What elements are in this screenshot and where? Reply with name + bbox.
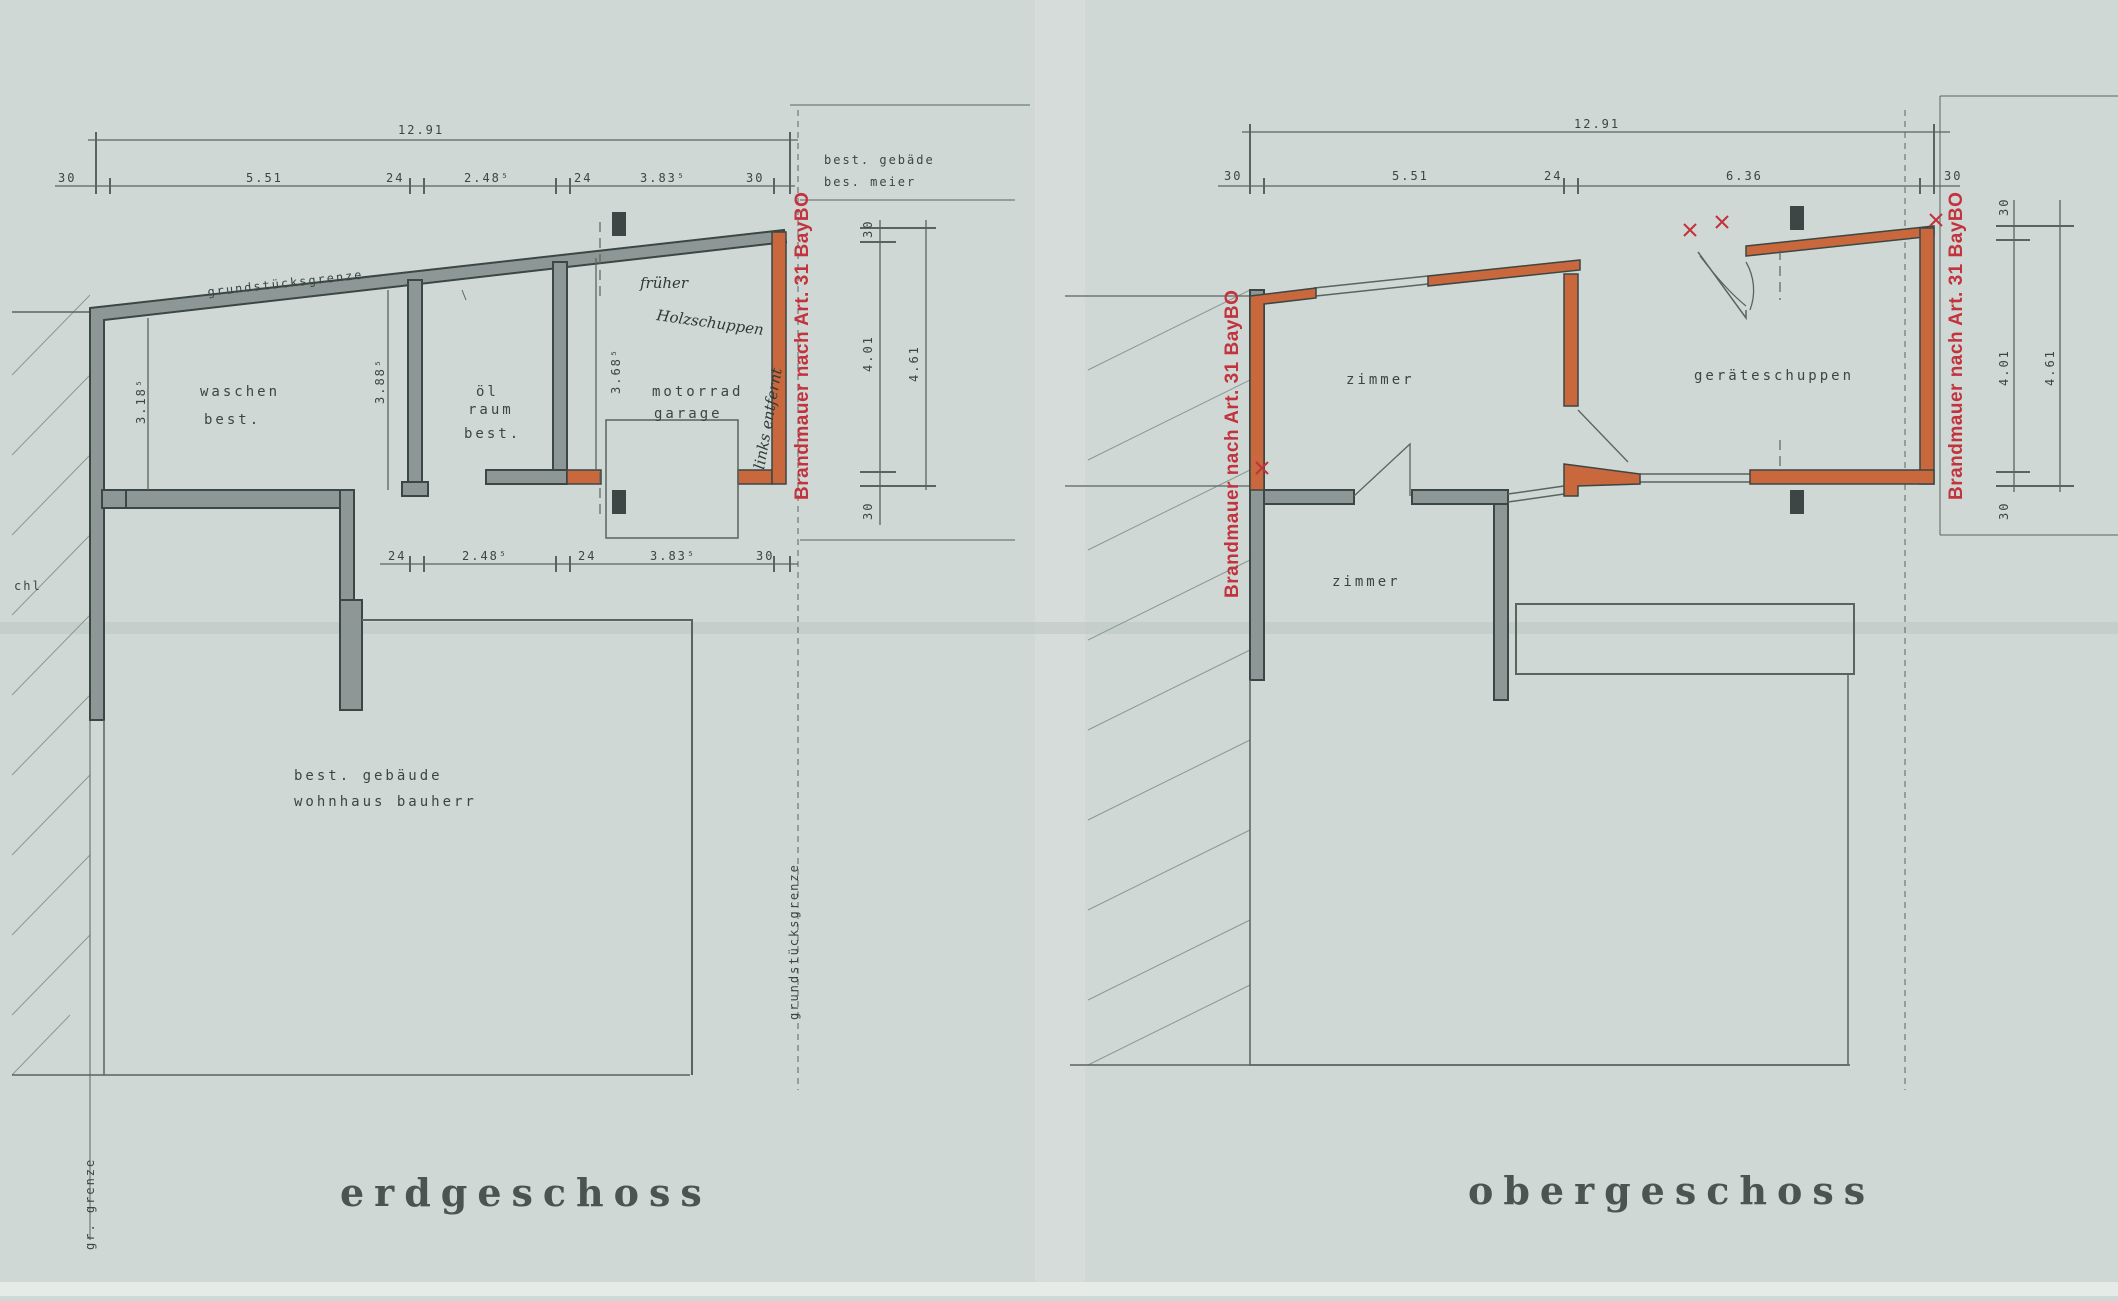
hatch-left: [11, 294, 91, 1076]
dim-top-3: 24: [386, 171, 404, 185]
upper-dim-top-2: 5.51: [1392, 169, 1429, 183]
upper-room-2: zimmer: [1332, 574, 1401, 590]
dim-bottom-1: 24: [388, 549, 406, 563]
upper-dim-right-3: 4.61: [2043, 349, 2057, 386]
dim-right-1: 30: [861, 220, 875, 238]
dim-right-3: 4.61: [907, 345, 921, 382]
upper-dim-right-1: 30: [1997, 198, 2011, 216]
new-walls: [566, 231, 787, 485]
dim-top-1: 30: [58, 171, 76, 185]
dim-bottom-3: 24: [578, 549, 596, 563]
firewall-label-ground: Brandmauer nach Art. 31 BayBO: [792, 192, 813, 500]
room-oil-2: raum: [468, 402, 514, 418]
room-oil-1: öl: [476, 384, 499, 400]
section-marker-top: [612, 212, 626, 514]
dim-bottom-5: 30: [756, 549, 774, 563]
dim-inner-2: 3.88⁵: [373, 358, 387, 404]
dim-right-2: 4.01: [861, 335, 875, 372]
center-fold: [1035, 0, 1085, 1296]
note-line-1: früher: [639, 274, 689, 292]
left-edge-text: chl: [14, 579, 42, 593]
upper-floor-labels: 12.91 30 5.51 24 6.36 30 30 4.01 4.61 30…: [1222, 117, 2057, 1213]
existing-walls: [89, 228, 788, 721]
room-oil-3: best.: [464, 426, 521, 442]
border-label: gr. grenze: [83, 1158, 97, 1250]
ground-floor-plan: [11, 104, 1030, 1240]
upper-room-shed: geräteschuppen: [1694, 368, 1854, 384]
paper-edge: [0, 1282, 2118, 1296]
existing-building-2: wohnhaus bauherr: [294, 794, 477, 810]
hatch-right: [1087, 289, 1251, 1066]
dim-top-4: 2.48⁵: [464, 171, 510, 185]
room-laundry-1: waschen: [200, 384, 280, 400]
existing-building-1: best. gebäude: [294, 768, 443, 784]
upper-new-walls: [1249, 225, 1935, 497]
dim-top-total: 12.91: [398, 123, 444, 137]
dim-top-5: 24: [574, 171, 592, 185]
upper-dim-top-5: 30: [1944, 169, 1962, 183]
upper-floor-plan: [1065, 95, 2118, 1090]
neighbor-building-2: bes. meier: [824, 175, 916, 189]
dim-right-4: 30: [861, 502, 875, 520]
room-laundry-2: best.: [204, 412, 261, 428]
upper-dim-top-3: 24: [1544, 169, 1562, 183]
upper-dim-right-4: 30: [1997, 502, 2011, 520]
dim-top-6: 3.83⁵: [640, 171, 686, 185]
ground-floor-labels: 12.91 30 5.51 24 2.48⁵ 24 3.83⁵ 30 24 2.…: [14, 123, 935, 1250]
dim-top-7: 30: [746, 171, 764, 185]
firewall-label-left: Brandmauer nach Art. 31 BayBO: [1222, 290, 1243, 598]
room-garage-1: motorrad: [652, 384, 743, 400]
ground-floor-title: erdgeschoss: [340, 1170, 712, 1215]
dim-bottom-4: 3.83⁵: [650, 549, 696, 563]
upper-floor-title: obergeschoss: [1468, 1168, 1875, 1213]
upper-dim-total: 12.91: [1574, 117, 1620, 131]
upper-dim-top-4: 6.36: [1726, 169, 1763, 183]
upper-dim-top-1: 30: [1224, 169, 1242, 183]
dim-inner-3: 3.68⁵: [609, 348, 623, 394]
dim-inner-1: 3.18⁵: [134, 378, 148, 424]
dim-bottom-2: 2.48⁵: [462, 549, 508, 563]
horizontal-fold: [0, 622, 2118, 634]
upper-dim-right-2: 4.01: [1997, 349, 2011, 386]
firewall-label-right: Brandmauer nach Art. 31 BayBO: [1946, 192, 1967, 500]
room-garage-2: garage: [654, 406, 723, 422]
neighbor-building-1: best. gebäde: [824, 153, 935, 167]
upper-room-1: zimmer: [1346, 372, 1415, 388]
dim-top-2: 5.51: [246, 171, 283, 185]
property-line-vertical: grundstücksgrenze: [787, 863, 801, 1020]
